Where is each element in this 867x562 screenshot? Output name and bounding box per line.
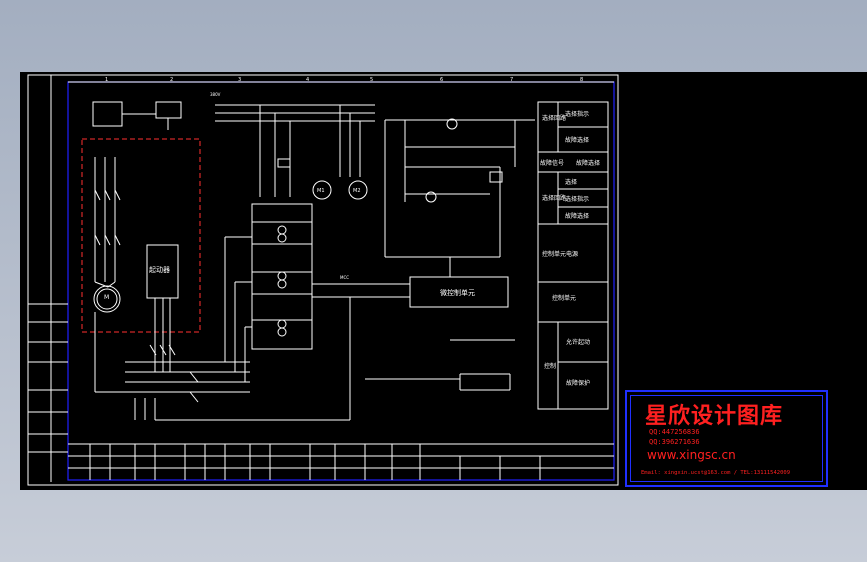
schematic-svg: 1 2 3 4 5 6 7 8 M 起动器 xyxy=(27,74,619,486)
watermark-url[interactable]: www.xingsc.cn xyxy=(647,448,736,462)
control-unit-label: 微控制单元 xyxy=(440,288,475,297)
watermark-inner-border xyxy=(630,395,823,482)
rt-g1-item0: 选择指示 xyxy=(565,110,589,118)
svg-text:5: 5 xyxy=(370,77,373,83)
svg-text:3: 3 xyxy=(238,77,241,83)
motor-m1-label: M1 xyxy=(317,188,325,194)
svg-text:4: 4 xyxy=(306,77,309,83)
rt-fault-sel: 故障选择 xyxy=(576,159,600,167)
rt-power: 控制单元电源 xyxy=(542,250,578,258)
rt-g2-item1: 选择指示 xyxy=(565,195,589,203)
motor-symbol xyxy=(93,285,121,313)
watermark-email: Email: xingxin.ucst@163.com / TEL:131115… xyxy=(641,470,791,476)
outer-frame xyxy=(27,74,619,486)
motor-m2-label: M2 xyxy=(353,188,361,194)
cad-drawing-canvas[interactable]: 1 2 3 4 5 6 7 8 M 起动器 xyxy=(20,72,867,490)
rt-group3: 控制 xyxy=(544,362,556,370)
rt-group2: 选择回路 xyxy=(542,194,566,202)
svg-text:6: 6 xyxy=(440,77,443,83)
rt-g3-item1: 故障保护 xyxy=(566,379,590,387)
watermark-qq1: QQ:447256836 xyxy=(649,428,700,436)
right-table-grid xyxy=(537,101,609,410)
input-label: 380V xyxy=(210,92,221,97)
starter-enclosure xyxy=(81,138,201,333)
title-block-grid xyxy=(68,443,614,480)
rt-fault-sig: 故障信号 xyxy=(540,159,564,167)
rt-ctrl: 控制单元 xyxy=(552,294,576,302)
thyristor-coils xyxy=(277,225,287,337)
svg-text:7: 7 xyxy=(510,77,513,83)
signal-label: MCC xyxy=(340,275,349,280)
rt-g3-item0: 允许起动 xyxy=(566,338,590,346)
svg-text:1: 1 xyxy=(105,77,108,83)
svg-text:2: 2 xyxy=(170,77,173,83)
watermark-panel: 星欣设计图库 QQ:447256836 QQ:396271636 www.xin… xyxy=(625,390,828,487)
starter-label: 起动器 xyxy=(149,265,170,274)
watermark-qq2: QQ:396271636 xyxy=(649,438,700,446)
motor-m1 xyxy=(312,180,332,200)
top-ruler-numbers: 1 2 3 4 5 6 7 8 xyxy=(105,77,583,83)
watermark-title: 星欣设计图库 xyxy=(645,404,784,429)
rt-group1: 选择回路 xyxy=(542,114,566,122)
motor-m2 xyxy=(348,180,368,200)
rt-g2-item2: 故障选择 xyxy=(565,212,589,220)
power-box xyxy=(92,101,123,127)
rt-g1-item1: 故障选择 xyxy=(565,136,589,144)
svg-text:8: 8 xyxy=(580,77,583,83)
thyristor-stack xyxy=(251,203,313,350)
motor-label: M xyxy=(104,294,109,301)
control-unit-box xyxy=(409,276,509,308)
breaker-box xyxy=(155,101,182,119)
rt-g2-item0: 选择 xyxy=(565,178,577,186)
